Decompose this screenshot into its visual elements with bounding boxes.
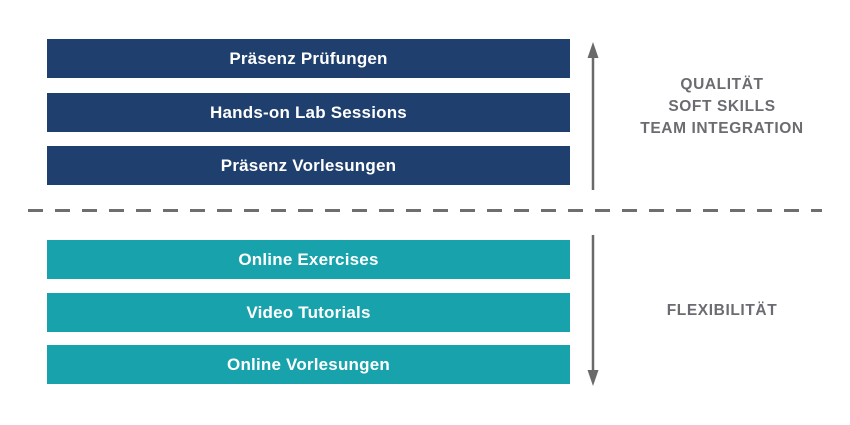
- quality-label-line: TEAM INTEGRATION: [640, 120, 804, 137]
- bar-label: Video Tutorials: [246, 302, 371, 322]
- bar-praesenz-pruefungen: Präsenz Prüfungen: [47, 39, 570, 78]
- bar-video-tutorials: Video Tutorials: [47, 293, 570, 332]
- bar-label: Präsenz Prüfungen: [229, 48, 388, 68]
- bar-label: Hands-on Lab Sessions: [210, 102, 407, 122]
- bar-label: Online Exercises: [238, 249, 379, 269]
- quality-label-line: QUALITÄT: [680, 76, 764, 93]
- bar-label: Präsenz Vorlesungen: [220, 155, 397, 175]
- bar-online-exercises: Online Exercises: [47, 240, 570, 279]
- bar-label: Online Vorlesungen: [227, 354, 390, 374]
- down-arrow-icon: [587, 235, 599, 386]
- up-arrow-icon: [587, 42, 599, 190]
- flexibility-label-line: FLEXIBILITÄT: [666, 302, 778, 319]
- flexibility-label: FLEXIBILITÄT: [610, 300, 834, 322]
- quality-label-line: SOFT SKILLS: [668, 98, 776, 115]
- bar-praesenz-vorlesungen: Präsenz Vorlesungen: [47, 146, 570, 185]
- divider-dashed-line: [28, 209, 822, 212]
- bar-online-vorlesungen: Online Vorlesungen: [47, 345, 570, 384]
- quality-label: QUALITÄT SOFT SKILLS TEAM INTEGRATION: [610, 74, 834, 140]
- vertical-double-arrow-icon: [587, 42, 599, 386]
- bar-hands-on-lab-sessions: Hands-on Lab Sessions: [47, 93, 570, 132]
